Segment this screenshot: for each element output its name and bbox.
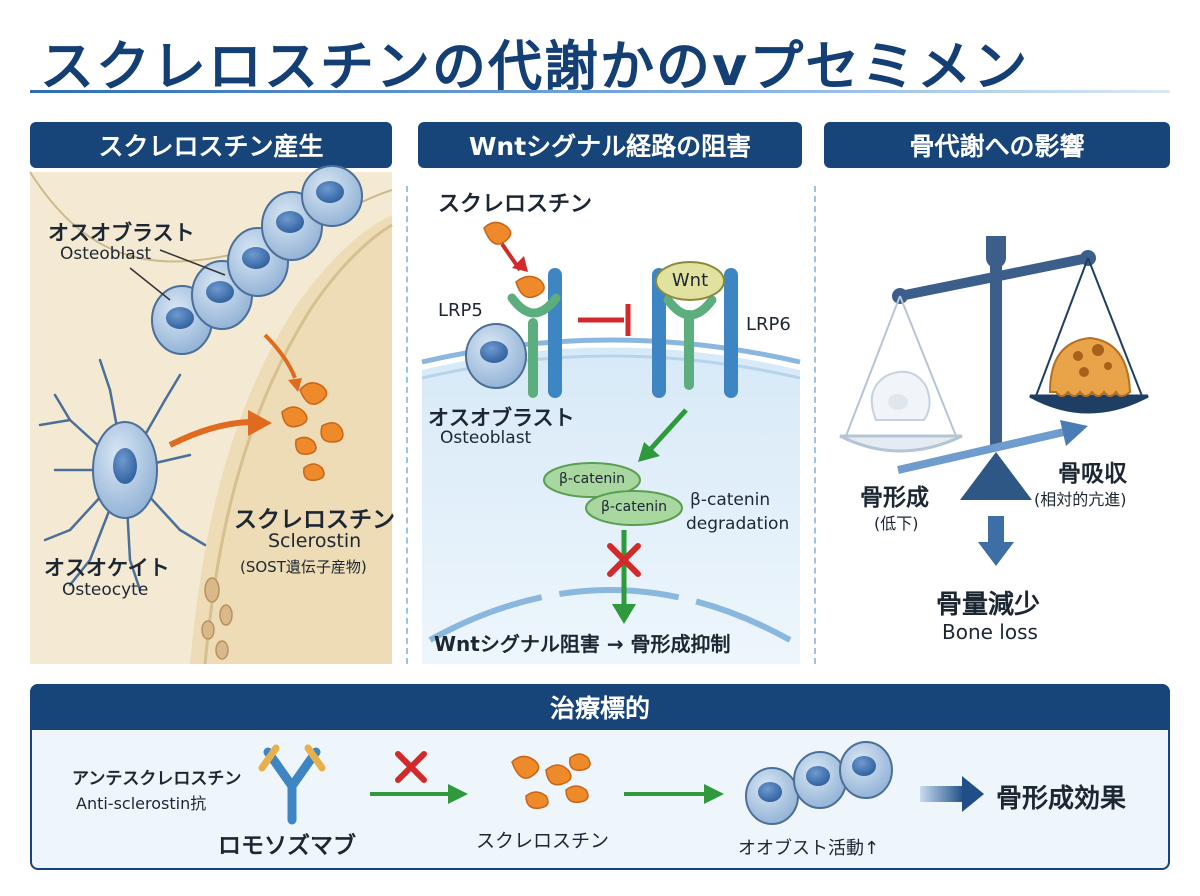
effect-arrow: [920, 786, 964, 802]
osteocyte-nucleus: [113, 448, 137, 484]
title-underline: [30, 90, 1170, 93]
bone-surface: [30, 172, 392, 664]
signal-arrow: [646, 408, 688, 454]
antibody-icon: [258, 744, 326, 825]
sclerostin-label-en: Sclerostin: [268, 530, 362, 552]
therapy-osteoblast-cells: [745, 741, 893, 825]
wnt-sclerostin-label: スクレロスチン: [438, 192, 593, 217]
resorption-note: (相対的亢進): [1034, 490, 1127, 509]
degradation-label-line1: β-catenin: [690, 490, 771, 510]
sclerostin-label-jp: スクレロスチン: [234, 507, 395, 533]
sclerostin-molecules: [281, 382, 344, 481]
beta-catenin-1: [543, 462, 641, 498]
wnt-result-label: Wntシグナル阻害 → 骨形成抑制: [434, 632, 731, 656]
wnt-osteoblast-label-jp: オスオブラスト: [428, 406, 575, 430]
therapy-sclerostin-label: スクレロスチン: [476, 830, 610, 852]
page-title: スクレロスチンの代謝かのvプセミメン: [40, 35, 1030, 98]
lrp5-receptor: [507, 268, 562, 398]
sclerostin-note: (SOST遺伝子産物): [240, 558, 367, 576]
formation-label: 骨形成: [860, 485, 929, 511]
bone-loss-label-jp: 骨量減少: [936, 590, 1041, 620]
balance-pillar: [990, 250, 1002, 450]
osteocyte-label-en: Osteocyte: [62, 580, 149, 600]
degradation-label-line2: degradation: [686, 514, 790, 534]
wnt-sclerostin-molecules: [483, 221, 545, 299]
therapy-sclerostin-molecules: [511, 753, 591, 809]
nuclear-membrane: [428, 587, 792, 643]
osteoclast-icon: [1048, 336, 1132, 397]
bone-formation-effect-label: 骨形成効果: [996, 784, 1127, 814]
lrp6-receptor: [652, 268, 738, 398]
header-wnt-inhibition: Wntシグナル経路の阻害: [418, 122, 802, 168]
formation-note: (低下): [874, 514, 919, 533]
wnt-label: Wnt: [671, 270, 709, 291]
osteoblast-activity-label: オオブスト活動↑: [738, 838, 880, 859]
header-sclerostin-production: スクレロスチン産生: [30, 122, 392, 168]
header-bone-metabolism: 骨代謝への影響: [824, 122, 1170, 168]
left-pan: [839, 434, 963, 453]
bone-loss-label-en: Bone loss: [942, 620, 1038, 644]
antibody-label-en: Anti-sclerostin抗: [76, 794, 207, 813]
divider-right: [814, 186, 816, 664]
lrp6-label: LRP6: [746, 314, 791, 335]
secretion-arrow-osteocyte: [168, 419, 251, 448]
lrp5-label: LRP5: [438, 300, 483, 321]
osteocyte-label-jp: オスオケイト: [44, 556, 170, 580]
wnt-ligand: [655, 261, 725, 301]
osteoblast-label-en: Osteoblast: [60, 244, 152, 264]
block-x-icon: [607, 543, 641, 577]
therapy-header: 治療標的: [30, 684, 1170, 730]
divider-left: [406, 186, 408, 664]
drug-name-label: ロモソズマブ: [218, 833, 356, 859]
secretion-arrow-top: [263, 333, 297, 379]
therapy-block-x-icon: [395, 751, 427, 783]
beta-catenin-label-2: β-catenin: [600, 499, 667, 515]
beta-catenin-label-1: β-catenin: [558, 471, 625, 487]
osteoblast-label-jp: オスオブラスト: [48, 221, 195, 245]
wnt-osteoblast-label-en: Osteoblast: [440, 428, 532, 448]
bone-loss-arrow: [988, 516, 1004, 544]
balance-base: [960, 452, 1032, 500]
resorption-label: 骨吸収: [1058, 461, 1127, 487]
right-pan: [1029, 394, 1149, 414]
antibody-label-jp: アンテスクレロスチン: [72, 769, 242, 789]
resorption-trend-arrow: [897, 428, 1065, 474]
osteoblast-cells: [151, 165, 363, 355]
beta-catenin-2: [585, 490, 683, 526]
